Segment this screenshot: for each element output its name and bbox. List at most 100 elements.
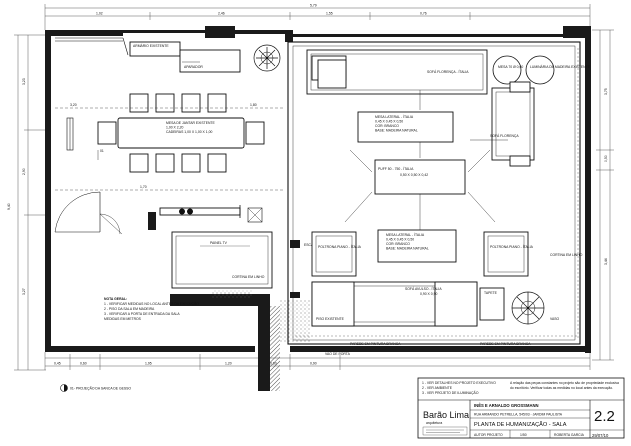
dim-top-total: 5,79 — [310, 4, 317, 8]
mesa-lateral-bottom-dims: 0,45 X 0,45 X 0,50 — [386, 238, 414, 242]
armario-label: ARMÁRIO EXISTENTE — [133, 44, 169, 48]
cortina-left-label: CORTINA EM LINHO — [232, 275, 265, 279]
mesa-apoio-label: MESA 70 Ø 0,60 — [498, 65, 523, 69]
mesa-lateral-top-dims: 0,45 X 0,45 X 0,50 — [375, 120, 403, 124]
chair — [181, 93, 201, 113]
dim-top-b: 2,46 — [218, 12, 225, 16]
chair — [129, 153, 149, 173]
top-window-left — [55, 37, 129, 56]
dim-mid-a: 3,20 — [70, 103, 77, 107]
puff-dims: 0,50 X 0,50 X 0,42 — [400, 173, 428, 177]
client-name: INÊS E ARNALDO GROSSMANN — [474, 403, 539, 408]
office-name: Barão Lima — [423, 410, 469, 420]
dining-table — [117, 117, 245, 149]
left-dimension-lines: 9,40 3,23 2,90 3,27 — [7, 34, 46, 371]
chair — [207, 93, 227, 113]
chair — [155, 153, 175, 173]
sofa-florenca-right — [491, 87, 535, 161]
dim-left-total: 9,40 — [7, 203, 11, 210]
painel-tv-label: PAINEL TV — [210, 241, 228, 245]
mesa-jantar-dims: 1,00 X 2,20 — [166, 126, 183, 130]
marker-note-text: 01- PROJEÇÃO DA SANCA DE GESSO — [70, 386, 131, 391]
dining-area: ARMÁRIO EXISTENTE APARADOR MESA DE JANTA… — [54, 41, 285, 235]
mesa-lateral-bottom — [377, 229, 457, 263]
legend-3: 3 - VER PROJETO DE ILUMINAÇÃO — [422, 390, 479, 395]
dim-top-a: 1,02 — [96, 12, 103, 16]
ref-01: 01 — [100, 149, 104, 153]
field-projeto: AUTOR PROJETO — [474, 433, 503, 437]
luminaria — [525, 55, 555, 85]
dim-mid-c: 1,80 — [250, 103, 257, 107]
mesa-lateral-top-label: MESA LATERAL - ÍTALIA — [375, 115, 414, 119]
nota-2: 2 - PISO DA SALA EM MADEIRA — [104, 307, 155, 311]
sofa-florenca-label: SOFÁ FLORENÇA - ÍTALIA — [427, 70, 469, 74]
mesa-lateral-top-base: BASE: MADEIRA NATURAL — [375, 129, 418, 133]
revestimento-right: PAREDE EM PINTURA BRANCA — [480, 342, 531, 346]
chair — [181, 153, 201, 173]
escada-label: ESCADA — [304, 243, 319, 247]
mesa-lateral-bottom-label: MESA LATERAL - ÍTALIA — [386, 233, 425, 237]
mesa-lateral-bottom-cor: COR: BRANCO — [386, 242, 410, 246]
poltrona-right-label: POLTRONA PIANO - ÍTALIA — [490, 245, 534, 249]
mesa-apoio — [492, 55, 522, 85]
bottom-dimension-lines: 0,45 0,60 1,95 1,20 0,60 0,90 VAO DE POR… — [44, 352, 591, 370]
office-sub: arquitetura — [426, 421, 442, 425]
dim-left-c: 3,27 — [22, 288, 26, 295]
vaso-label: VASO — [550, 317, 560, 321]
stamp-note-1: A relação das peças constantes no projet… — [510, 381, 619, 385]
title-block: 1 - VER DETALHES NO PROJETO EXECUTIVO 2 … — [417, 377, 625, 439]
dim-top-d: 0,76 — [420, 12, 427, 16]
dim-mid-b: 1,70 — [140, 185, 147, 189]
dim-right-a: 3,75 — [604, 88, 608, 95]
sofa-avulso-dims: 0,90 X 0,90 — [420, 292, 437, 296]
dim-bot-f: 0,90 — [310, 362, 317, 366]
armario-lower — [171, 231, 273, 289]
sheet-number: 2.2 — [594, 408, 615, 425]
dim-bot-a: 0,45 — [54, 362, 61, 366]
mesa-lateral-top-cor: COR: BRANCO — [375, 124, 399, 128]
dim-left-a: 3,23 — [22, 78, 26, 85]
dim-bot-b: 0,60 — [80, 362, 87, 366]
chair — [129, 93, 149, 113]
dim-bot-c: 1,95 — [145, 362, 152, 366]
legend-2: 2 - VER AMBIENTE — [422, 386, 453, 390]
armario-top — [129, 41, 181, 57]
walls — [45, 26, 591, 391]
left-window — [66, 117, 74, 151]
mesa-lateral-top — [357, 111, 454, 143]
chair — [155, 93, 175, 113]
sofa-avulso-label: SOFÁ AVULSO - ÍTALIA — [405, 287, 442, 291]
dim-bot-d: 1,20 — [225, 362, 232, 366]
living-area: SOFÁ FLORENÇA - ÍTALIA MESA 70 Ø 0,60 LU… — [212, 44, 591, 346]
luminaria-label: LUMINÁRIA DE MADEIRA EXISTENTE — [530, 65, 591, 69]
nota-1: 1 - VERIFICAR MEDIDAS NO LOCAL ANTES DA … — [104, 301, 199, 306]
living-room-boundary — [287, 41, 581, 345]
revestimento-left: PAREDE EM PINTURA BRANCA — [350, 342, 401, 346]
dim-top-c: 1,55 — [326, 12, 333, 16]
tapete-label: TAPETE — [484, 291, 498, 295]
cortina-right-label: CORTINA EM LINHO — [550, 253, 583, 257]
puff — [374, 159, 466, 195]
aparador-top — [179, 49, 241, 73]
mesa-jantar-label: MESA DE JANTAR EXISTENTE — [166, 121, 215, 125]
chair — [207, 153, 227, 173]
dim-left-b: 2,90 — [22, 168, 26, 175]
stamp-note-2: do escritório. Verificar todas as medida… — [510, 386, 613, 390]
field-resp: ROBERTA GARCIA — [554, 433, 585, 437]
poltrona-right — [483, 231, 529, 277]
general-notes: NOTA GERAL: 1 - VERIFICAR MEDIDAS NO LOC… — [104, 297, 199, 321]
piso-label: PISO EXISTENTE — [316, 317, 345, 321]
marker-note: 01- PROJEÇÃO DA SANCA DE GESSO — [60, 384, 131, 392]
legend-1: 1 - VER DETALHES NO PROJETO EXECUTIVO — [422, 381, 496, 385]
dim-right-c: 3,44 — [604, 258, 608, 265]
sofa-florenca-right-label: SOFÁ FLORENÇA — [490, 134, 519, 138]
nota-4: MEDIDAS EM METROS — [104, 317, 142, 321]
dim-right-b: 0,50 — [604, 155, 608, 162]
top-dimension-lines: 5,79 1,02 2,46 1,55 0,76 — [44, 4, 591, 30]
aparador-label: APARADOR — [184, 65, 203, 69]
nota-3: 3 - VERIFICAR A PORTA DE ENTRADA DA SALA — [104, 312, 180, 316]
cadeiras-label: CADEIRAS 1,00 X 1,00 X 1,00 — [166, 130, 212, 134]
poltrona-left-label: POLTRONA PIANO - ÍTALIA — [318, 245, 362, 249]
chair — [245, 121, 265, 145]
